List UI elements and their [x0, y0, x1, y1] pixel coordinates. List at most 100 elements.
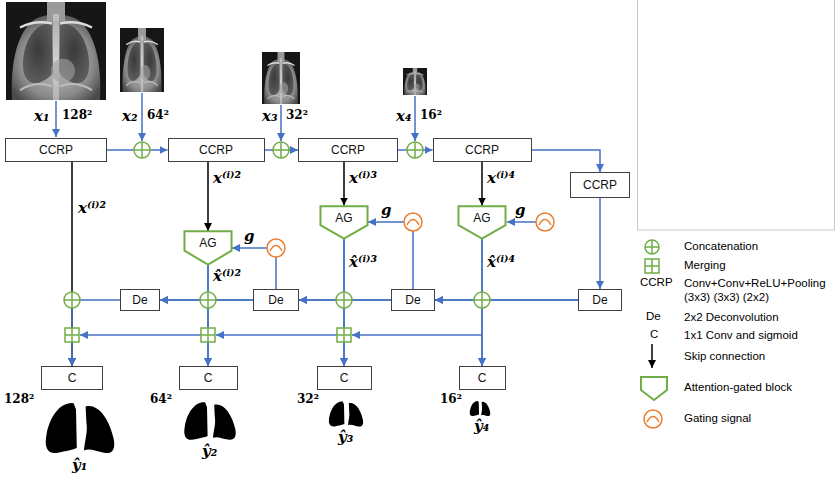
- node-label: CCRP: [465, 143, 499, 157]
- legend-text: Attention-gated block: [684, 381, 834, 395]
- deconv-block: De: [578, 289, 622, 311]
- concat-circle: [134, 142, 150, 158]
- legend-text: Gating signal: [684, 412, 834, 426]
- concat-circle: [474, 292, 490, 308]
- node-label: AG: [335, 211, 352, 225]
- node-label: CCRP: [39, 143, 73, 157]
- input-arrow: [55, 101, 57, 137]
- concatenation-symbols: [64, 142, 490, 308]
- legend-frame: [638, 0, 835, 230]
- input-arrow: [414, 96, 416, 141]
- gating-circle: [404, 213, 422, 231]
- input-name: x₁: [34, 108, 50, 125]
- node-label: CCRP: [583, 178, 617, 192]
- merge-square: [201, 328, 215, 342]
- legend-key: CCRP: [640, 276, 673, 290]
- node-label: De: [132, 293, 147, 307]
- data-flow-arrow: [160, 265, 208, 300]
- input-arrows: [56, 93, 415, 141]
- output-size: 64²: [150, 392, 172, 406]
- gating-signals: [267, 213, 554, 257]
- node-label: C: [68, 371, 77, 385]
- lung-mask: [46, 403, 115, 453]
- attention-gate: AG: [184, 231, 232, 265]
- data-flow-arrow: [532, 150, 601, 172]
- node-label: De: [405, 293, 420, 307]
- skip-connection: [343, 162, 345, 206]
- node-label: AG: [199, 236, 216, 250]
- input-arrow: [141, 93, 143, 141]
- data-flow-arrow: [599, 198, 601, 289]
- ccrp-block: CCRP: [570, 172, 630, 198]
- merge-line: [80, 334, 482, 336]
- ccrp-block: CCRP: [298, 138, 398, 162]
- ccrp-block: CCRP: [433, 138, 532, 162]
- attention-gate-outline: [320, 206, 367, 238]
- node-label: CCRP: [199, 143, 233, 157]
- gated-feature-name: x̂⁽ⁱ⁾²: [213, 268, 241, 285]
- legend-text: Skip connection: [684, 350, 834, 364]
- input-size: 16²: [420, 108, 442, 122]
- input-name: x₃: [262, 108, 278, 125]
- merging-symbols: [65, 328, 351, 342]
- output-conv-block: C: [41, 366, 103, 390]
- deconv-block: De: [391, 289, 435, 311]
- output-conv-block: C: [179, 366, 238, 390]
- skip-connection: [207, 162, 209, 231]
- legend-key: C: [650, 328, 658, 342]
- data-flow-arrow: [435, 239, 482, 301]
- merge-wire: [352, 334, 482, 336]
- merge-wire: [216, 334, 337, 336]
- feature-name: x⁽ⁱ⁾²: [78, 200, 106, 217]
- legend-text: 2x2 Deconvolution: [684, 311, 834, 325]
- input-arrow: [280, 105, 282, 141]
- input-size: 32²: [286, 108, 308, 122]
- node-label: C: [340, 371, 349, 385]
- node-label: De: [592, 293, 607, 307]
- legend-text: Conv+Conv+ReLU+Pooling (3x3) (3x3) (2x2): [684, 277, 834, 305]
- concat-circle: [200, 292, 216, 308]
- gating-wire: [507, 221, 536, 223]
- input-name: x₂: [122, 108, 138, 125]
- output-name: ŷ₁: [72, 457, 87, 474]
- attention-gate: AG: [320, 206, 368, 239]
- gating-circle: [267, 239, 285, 257]
- legend-merge: [645, 259, 659, 273]
- legend-samples: [641, 240, 667, 428]
- output-name: ŷ₄: [474, 418, 489, 435]
- node-label: CCRP: [331, 143, 365, 157]
- merge-square: [65, 328, 79, 342]
- concat-circle: [273, 142, 289, 158]
- output-name: ŷ₃: [338, 429, 353, 446]
- input-size: 64²: [147, 108, 169, 122]
- attention-gate: AG: [458, 206, 506, 239]
- legend-skip-arrow: [651, 344, 653, 368]
- gating-name: g: [381, 202, 392, 219]
- input-name: x₄: [396, 108, 412, 125]
- output-conv-block: C: [317, 366, 372, 390]
- node-label: AG: [473, 211, 490, 225]
- output-size: 32²: [297, 392, 319, 406]
- data-flow-arrow: [299, 239, 344, 301]
- gating-name: g: [244, 228, 255, 245]
- chest-xray: [403, 68, 427, 95]
- output-name: ŷ₂: [202, 443, 217, 460]
- panel-border: [638, 0, 835, 230]
- output-size: 16²: [440, 392, 462, 406]
- chest-xray: [262, 52, 300, 104]
- legend-text: Concatenation: [684, 240, 834, 254]
- chest-xray: [6, 2, 106, 100]
- legend-ag-shape: [641, 377, 667, 400]
- input-xrays: [6, 2, 427, 104]
- concat-circle: [336, 292, 352, 308]
- feature-name: x⁽ⁱ⁾²: [213, 170, 241, 187]
- legend-text: Merging: [684, 259, 834, 273]
- gated-feature-name: x̂⁽ⁱ⁾³: [349, 254, 377, 271]
- data-flow-arrow: [482, 300, 578, 366]
- lung-mask: [470, 401, 491, 416]
- deconv-block: De: [120, 289, 160, 311]
- attention-gate-outline: [184, 231, 231, 264]
- chest-xray: [120, 28, 164, 92]
